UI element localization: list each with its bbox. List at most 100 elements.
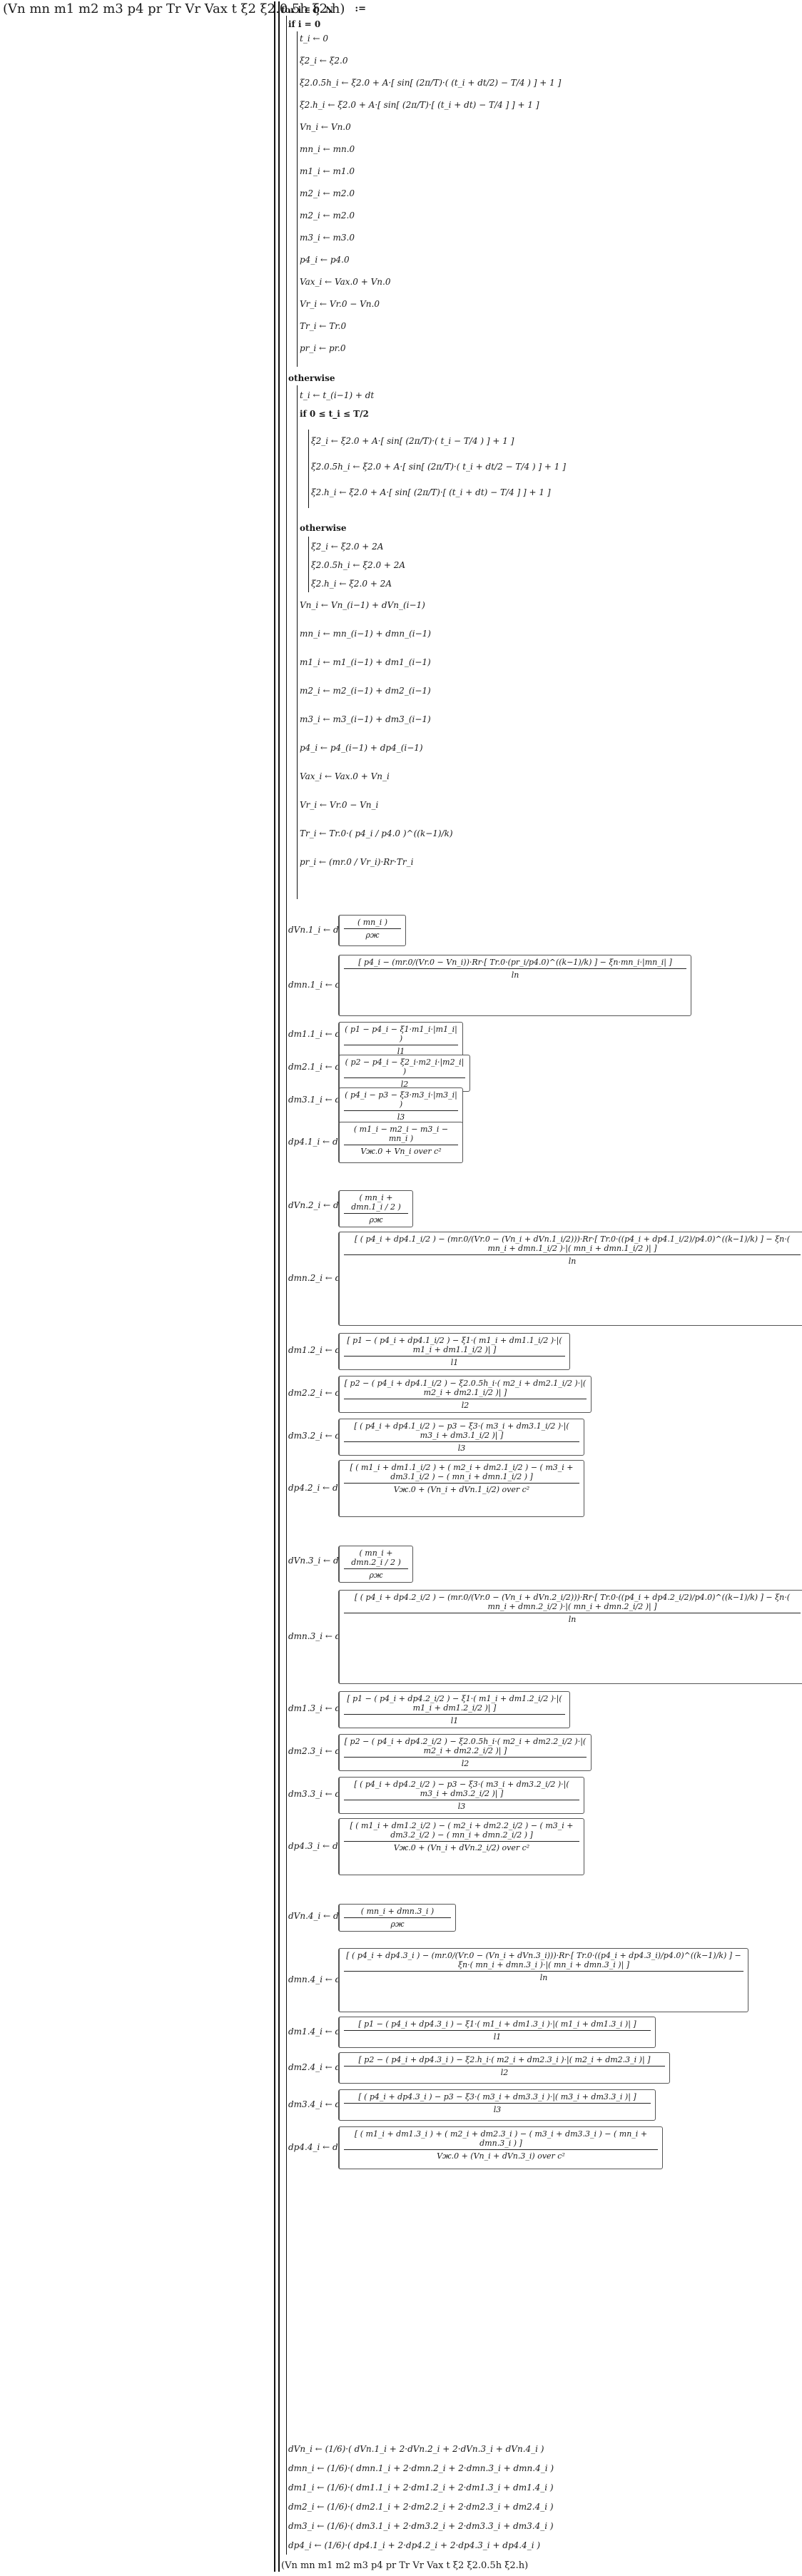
otherwise-bar — [297, 385, 298, 899]
rk-equation-lhs: dmn.2_i ← dt· — [288, 1273, 347, 1283]
rk-equation-fraction: ( mn_i + dmn.3_i )ρж — [338, 1904, 456, 1932]
program-bar-outer — [274, 1, 275, 2572]
rk-equation-fraction: [ ( p4_i + dp4.2_i/2 ) − (mr.0/(Vr.0 − (… — [338, 1590, 802, 1684]
numerator: [ p2 − ( p4_i + dp4.2_i/2 ) − ξ2.0.5h_i·… — [344, 1737, 587, 1755]
denominator: Vж.0 + (Vn_i + dVn.3_i) over c² — [437, 2151, 565, 2161]
numerator: ( p2 − p4_i − ξ2_i·m2_i·|m2_i| ) — [345, 1058, 465, 1076]
rk-equation-fraction: [ p1 − ( p4_i + dp4.1_i/2 ) − ξ1·( m1_i … — [338, 1333, 570, 1370]
numerator: [ p1 − ( p4_i + dp4.2_i/2 ) − ξ1·( m1_i … — [347, 1694, 562, 1713]
xi-assignment: ξ2.0.5h_i ← ξ2.0 + 2A — [311, 560, 406, 570]
rk-equation-lhs: dm2.2_i ← dt· — [288, 1388, 347, 1398]
if-first-label: if i = 0 — [288, 19, 321, 29]
numerator: ( mn_i + dmn.2_i / 2 ) — [351, 1548, 401, 1567]
denominator: l1 — [493, 2032, 502, 2042]
rk-equation-lhs: dVn.1_i ← dt· — [288, 925, 345, 935]
denominator: l1 — [450, 1358, 459, 1367]
inner-if-label: if 0 ≤ t_i ≤ T/2 — [300, 409, 369, 419]
rk-equation-lhs: dp4.2_i ← dt· — [288, 1483, 345, 1493]
numerator: [ p1 − ( p4_i + dp4.3_i ) − ξ1·( m1_i + … — [358, 2019, 636, 2029]
xi-assignment: ξ2.h_i ← ξ2.0 + 2A — [311, 579, 392, 589]
rk-equation-fraction: [ ( p4_i + dp4.3_i ) − (mr.0/(Vr.0 − (Vn… — [338, 1948, 748, 2012]
init-assignment: Vax_i ← Vax.0 + Vn.0 — [300, 277, 391, 287]
denominator: l2 — [461, 1759, 469, 1768]
rk-equation-lhs: dp4.4_i ← dt· — [288, 2142, 345, 2152]
numerator: [ ( p4_i + dp4.3_i ) − p3 − ξ3·( m3_i + … — [358, 2092, 636, 2101]
denominator: l1 — [450, 1716, 459, 1725]
state-assignment: Vn_i ← Vn_(i−1) + dVn_(i−1) — [300, 600, 425, 610]
denominator: ln — [568, 1257, 577, 1266]
init-assignment: m2_i ← m2.0 — [300, 211, 355, 220]
denominator: l3 — [397, 1112, 405, 1122]
inner-if-bar — [308, 430, 309, 508]
rk-equation-lhs: dm3.4_i ← dt· — [288, 2099, 347, 2109]
rk-equation-lhs: dm1.2_i ← dt· — [288, 1345, 347, 1355]
init-assignment: m1_i ← m1.0 — [300, 166, 355, 176]
denominator: ρж — [365, 930, 380, 940]
fraction-bar — [344, 1356, 565, 1357]
state-assignment: m2_i ← m2_(i−1) + dm2_(i−1) — [300, 686, 431, 696]
denominator: Vж.0 + (Vn_i + dVn.1_i/2) over c² — [393, 1485, 530, 1494]
rk-equation-fraction: [ p1 − ( p4_i + dp4.3_i ) − ξ1·( m1_i + … — [338, 2017, 656, 2048]
denominator: l2 — [461, 1401, 469, 1410]
rk-equation-lhs: dVn.4_i ← dt· — [288, 1911, 345, 1921]
rk-equation-lhs: dp4.1_i ← dt· — [288, 1137, 345, 1147]
init-assignment: m3_i ← m3.0 — [300, 233, 355, 243]
otherwise-label: otherwise — [288, 373, 335, 383]
denominator: Vж.0 + Vn_i over c² — [360, 1147, 442, 1156]
state-assignment: p4_i ← p4_(i−1) + dp4_(i−1) — [300, 743, 423, 753]
denominator: l1 — [397, 1047, 405, 1056]
fraction-bar — [344, 928, 401, 929]
numerator: ( m1_i − m2_i − m3_i − mn_i ) — [353, 1125, 449, 1143]
return-vector: (Vn mn m1 m2 m3 p4 pr Tr Vr Vax t ξ2 ξ2.… — [281, 2560, 529, 2571]
output-vector: (Vn mn m1 m2 m3 p4 pr Tr Vr Vax t ξ2 ξ2.… — [3, 1, 345, 16]
numerator: [ ( m1_i + dm1.3_i ) + ( m2_i + dm2.3_i … — [354, 2129, 648, 2148]
rk-equation-lhs: dm1.4_i ← dt· — [288, 2027, 347, 2037]
inner-otherwise-label: otherwise — [300, 523, 347, 533]
init-assignment: t_i ← 0 — [300, 34, 328, 44]
function-definition[interactable]: (Vn mn m1 m2 m3 p4 pr Tr Vr Vax t ξ2 ξ2.… — [3, 1, 366, 16]
rk-equation-lhs: dm2.4_i ← dt· — [288, 2062, 347, 2072]
rk-average-assignment: dm2_i ← (1/6)·( dm2.1_i + 2·dm2.2_i + 2·… — [288, 2502, 554, 2512]
rk-equation-fraction: [ ( p4_i + dp4.1_i/2 ) − (mr.0/(Vr.0 − (… — [338, 1232, 802, 1326]
rk-equation-lhs: dm3.2_i ← dt· — [288, 1431, 347, 1441]
rk-equation-lhs: dp4.3_i ← dt· — [288, 1841, 345, 1851]
rk-equation-lhs: dm3.1_i ← dt· — [288, 1095, 347, 1105]
init-assignment: m2_i ← m2.0 — [300, 188, 355, 198]
rk-equation-lhs: dm2.3_i ← dt· — [288, 1746, 347, 1756]
rk-equation-fraction: ( p2 − p4_i − ξ2_i·m2_i·|m2_i| ) l2 — [338, 1055, 470, 1092]
state-assignment: m3_i ← m3_(i−1) + dm3_(i−1) — [300, 714, 431, 724]
state-assignment: mn_i ← mn_(i−1) + dmn_(i−1) — [300, 629, 431, 639]
rk-equation-lhs: dm1.3_i ← dt· — [288, 1703, 347, 1713]
rk-equation-fraction: ( mn_i + dmn.1_i / 2 )ρж — [338, 1190, 413, 1227]
rk-equation-fraction: [ ( m1_i + dm1.2_i/2 ) − ( m2_i + dm2.2_… — [338, 1818, 584, 1875]
for-loop-label: for i ∈ 0..N — [281, 5, 334, 15]
rk-average-assignment: dp4_i ← (1/6)·( dp4.1_i + 2·dp4.2_i + 2·… — [288, 2540, 541, 2550]
fraction-bar — [344, 2149, 658, 2150]
init-assignment: Vr_i ← Vr.0 − Vn.0 — [300, 299, 380, 309]
rk-equation-fraction: ( m1_i − m2_i − m3_i − mn_i ) Vж.0 + Vn_i… — [338, 1122, 463, 1163]
denominator: ln — [511, 970, 519, 980]
inner-otherwise-bar — [308, 537, 309, 592]
fraction-bar — [344, 1254, 801, 1255]
rk-average-assignment: dm3_i ← (1/6)·( dm3.1_i + 2·dm3.2_i + 2·… — [288, 2521, 554, 2531]
rk-equation-lhs: dm3.3_i ← dt· — [288, 1789, 347, 1799]
rk-equation-fraction: [ ( p4_i + dp4.1_i/2 ) − p3 − ξ3·( m3_i … — [338, 1419, 584, 1456]
fraction-bar — [344, 1110, 458, 1111]
fraction-bar — [344, 2030, 651, 2031]
fraction-bar — [344, 1077, 465, 1078]
denominator: l2 — [400, 1080, 409, 1089]
numerator: [ ( m1_i + dm1.2_i/2 ) − ( m2_i + dm2.2_… — [350, 1821, 574, 1840]
init-assignment: mn_i ← mn.0 — [300, 144, 355, 154]
numerator: ( mn_i + dmn.1_i / 2 ) — [351, 1193, 401, 1212]
fraction-bar — [344, 2066, 665, 2067]
fraction-bar — [344, 1213, 408, 1214]
init-assignment: pr_i ← pr.0 — [300, 343, 346, 353]
numerator: [ p4_i − (mr.0/(Vr.0 − Vn_i))·Rr·[ Tr.0·… — [358, 958, 672, 967]
xi-assignment: ξ2_i ← ξ2.0 + 2A — [311, 542, 384, 552]
program-bar-inner — [278, 1, 280, 2572]
denominator: l3 — [457, 1444, 466, 1453]
rk-equation-fraction: [ ( m1_i + dm1.3_i ) + ( m2_i + dm2.3_i … — [338, 2126, 663, 2169]
fraction-bar — [344, 1757, 587, 1758]
state-assignment: Vax_i ← Vax.0 + Vn_i — [300, 771, 390, 781]
init-assignment: ξ2.h_i ← ξ2.0 + A·[ sin[ (2π/T)·[ (t_i +… — [300, 100, 539, 110]
